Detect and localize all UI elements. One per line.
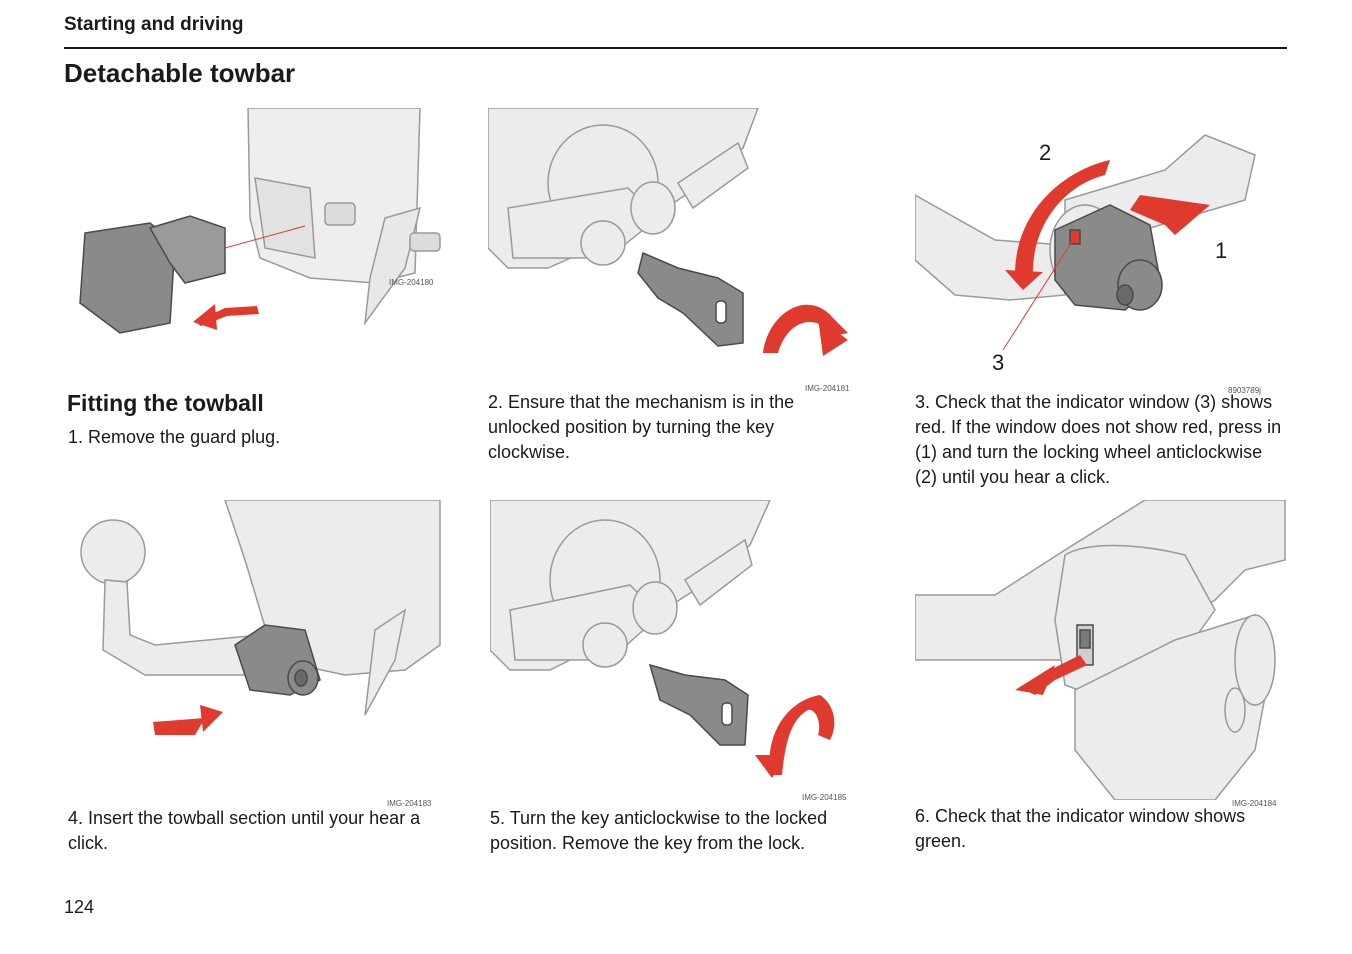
figure-key-unlock bbox=[488, 108, 858, 368]
image-code-5: IMG-204185 bbox=[802, 793, 847, 802]
callout-press-1: 1 bbox=[1215, 238, 1228, 263]
image-code-6: IMG-204184 bbox=[1232, 799, 1277, 808]
figure-locking-wheel bbox=[915, 130, 1285, 380]
step-3: 3. Check that the indicator window (3) s… bbox=[915, 392, 1282, 487]
section-subtitle: Fitting the towball bbox=[67, 390, 264, 416]
figure-key-lock bbox=[490, 500, 860, 780]
figure-insert-towball bbox=[75, 500, 445, 750]
page-number: 124 bbox=[64, 897, 95, 917]
page-title: Detachable towbar bbox=[64, 58, 296, 88]
step-5: 5. Turn the key anticlockwise to the loc… bbox=[490, 808, 828, 853]
callout-window-3: 3 bbox=[992, 350, 1005, 375]
step-4: 4. Insert the towball section until your… bbox=[68, 808, 421, 853]
step-2: 2. Ensure that the mechanism is in the u… bbox=[488, 392, 795, 462]
section-header: Starting and driving bbox=[64, 14, 244, 35]
figure-indicator-green bbox=[915, 500, 1287, 800]
header-rule bbox=[64, 47, 1287, 49]
image-code-4: IMG-204183 bbox=[387, 799, 432, 808]
callout-turn-2: 2 bbox=[1039, 140, 1052, 165]
image-code-3: 8903789j bbox=[1228, 386, 1261, 395]
step-6: 6. Check that the indicator window shows… bbox=[915, 806, 1246, 851]
step-1: 1. Remove the guard plug. bbox=[68, 427, 281, 447]
image-code-2: IMG-204181 bbox=[805, 384, 850, 393]
figure-remove-guard-plug bbox=[75, 108, 445, 338]
image-code-1: IMG-204180 bbox=[389, 278, 434, 287]
